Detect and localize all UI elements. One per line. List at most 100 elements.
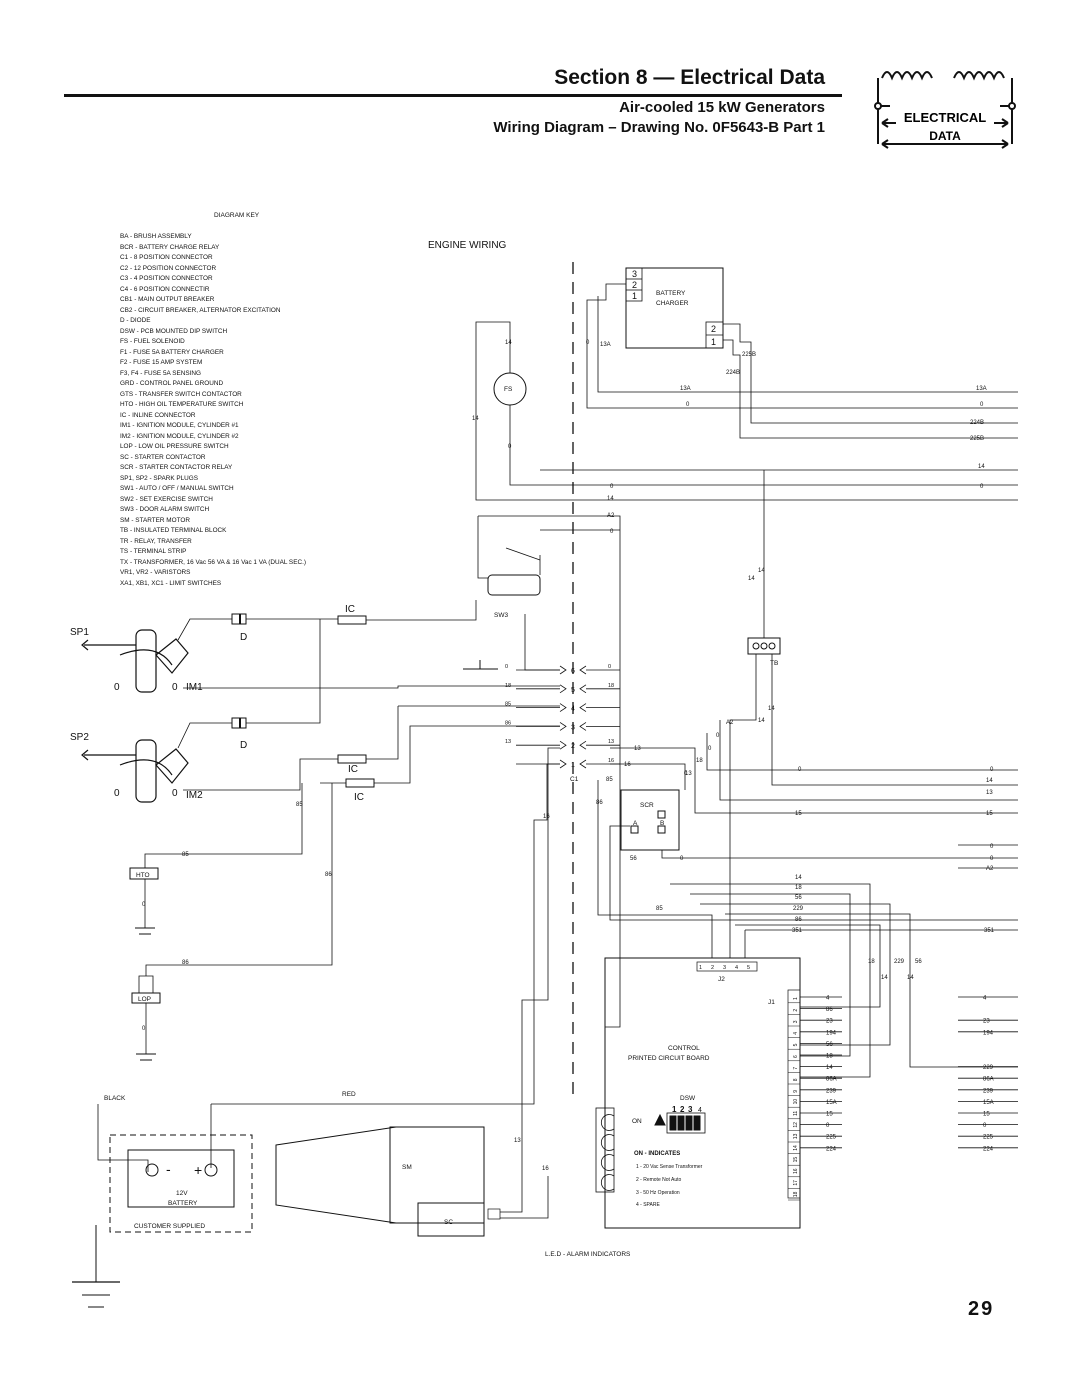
svg-text:0: 0 (798, 767, 802, 773)
svg-text:18: 18 (868, 959, 875, 965)
key-item: SW1 - AUTO / OFF / MANUAL SWITCH (120, 485, 234, 492)
c1-wire-right: 18 (608, 683, 614, 689)
svg-text:FS: FS (504, 386, 513, 393)
svg-text:5: 5 (747, 965, 750, 971)
svg-text:86: 86 (182, 960, 189, 966)
svg-text:14: 14 (907, 975, 914, 981)
svg-text:CONTROL: CONTROL (668, 1045, 700, 1052)
svg-text:D: D (240, 632, 247, 643)
starter-motor (275, 1126, 485, 1224)
svg-text:14: 14 (795, 875, 802, 881)
j1-pin-number: 17 (793, 1180, 799, 1186)
svg-text:86: 86 (596, 800, 603, 806)
svg-text:0: 0 (990, 767, 994, 773)
svg-text:D: D (240, 740, 247, 751)
section-title: Section 8 — Electrical Data (554, 66, 825, 89)
electrical-data-emblem: ELECTRICAL DATA (874, 71, 1016, 149)
j1-connector (787, 989, 801, 1199)
svg-text:0: 0 (508, 444, 512, 450)
key-item: IM1 - IGNITION MODULE, CYLINDER #1 (120, 422, 239, 429)
j1-wire-label: 4 (826, 996, 830, 1002)
svg-text:13: 13 (514, 1138, 521, 1144)
j1-pin-number: 4 (793, 1032, 799, 1035)
svg-text:56: 56 (630, 856, 637, 862)
key-item: GTS - TRANSFER SWITCH CONTACTOR (120, 390, 242, 398)
svg-text:CUSTOMER SUPPLIED: CUSTOMER SUPPLIED (134, 1223, 205, 1230)
key-item: C4 - 6 POSITION CONNECTIR (120, 285, 210, 293)
key-item: F2 - FUSE 15 AMP SYSTEM (120, 359, 203, 366)
svg-text:16: 16 (624, 762, 631, 768)
key-item: IC - INLINE CONNECTOR (120, 411, 196, 419)
j1-pin-number: 12 (793, 1122, 799, 1128)
svg-text:4: 4 (698, 1107, 702, 1114)
svg-text:13: 13 (685, 771, 692, 777)
j1-pin-number: 6 (793, 1055, 799, 1058)
svg-text:IM1: IM1 (186, 682, 203, 693)
svg-text:56: 56 (795, 895, 802, 901)
svg-text:14: 14 (978, 464, 985, 470)
starter-contactor (417, 1202, 485, 1237)
svg-text:0: 0 (172, 682, 178, 693)
svg-text:3: 3 (632, 269, 637, 279)
c1-wire-right: 16 (608, 758, 614, 764)
j1-wire-label: 225 (826, 1135, 837, 1141)
svg-text:PRINTED CIRCUIT BOARD: PRINTED CIRCUIT BOARD (628, 1055, 710, 1062)
on-arrow-icon (654, 1113, 666, 1126)
svg-text:C1: C1 (570, 776, 579, 783)
customer-supplied-area (109, 1134, 253, 1233)
c1-pin-number: 6 (571, 668, 575, 675)
j2-connector (696, 961, 758, 972)
key-item: BA - BRUSH ASSEMBLY (120, 233, 192, 240)
diagram-key-title: DIAGRAM KEY (214, 212, 260, 219)
svg-text:1: 1 (711, 337, 716, 347)
key-item: C1 - 8 POSITION CONNECTOR (120, 254, 213, 261)
key-item: F1 - FUSE 5A BATTERY CHARGER (120, 348, 224, 356)
c1-pin-number: 5 (571, 687, 575, 694)
svg-text:15: 15 (795, 811, 802, 817)
svg-text:1: 1 (672, 1105, 677, 1114)
j1-wire-label-right: 224 (983, 1146, 994, 1152)
c1-wire-left: 85 (505, 702, 511, 708)
key-item: D - DIODE (120, 317, 151, 324)
key-item: SM - STARTER MOTOR (120, 516, 190, 524)
emblem-line2: DATA (929, 129, 961, 143)
j1-wire-label-right: 0 (983, 1123, 987, 1129)
svg-text:14: 14 (748, 576, 755, 582)
j1-pin-number: 2 (793, 1009, 799, 1012)
spark-plug-sp2 (81, 739, 189, 803)
svg-text:3: 3 (688, 1105, 693, 1114)
svg-text:229: 229 (793, 906, 804, 912)
svg-text:0: 0 (610, 529, 614, 535)
key-item: SC - STARTER CONTACTOR (120, 453, 206, 461)
svg-text:B: B (660, 820, 664, 827)
j1-wire-label: 86 (826, 1007, 833, 1013)
svg-text:4: 4 (735, 965, 738, 971)
svg-text:0: 0 (114, 682, 120, 693)
c1-wire-left: 0 (505, 664, 508, 670)
j1-wire-label-right: 194 (983, 1030, 994, 1036)
engine-wiring-label: ENGINE WIRING (428, 240, 507, 251)
battery-negative-terminal (145, 1163, 159, 1177)
j1-pin-number: 14 (793, 1145, 799, 1151)
svg-text:85: 85 (296, 802, 303, 808)
j1-wire-label-right: 15A (983, 1100, 994, 1106)
j1-wire-label-right: 225 (983, 1135, 994, 1141)
svg-text:BLACK: BLACK (104, 1095, 126, 1102)
svg-text:CHARGER: CHARGER (656, 300, 689, 307)
inline-connector-3 (345, 778, 375, 788)
svg-text:J2: J2 (718, 976, 725, 983)
svg-text:14: 14 (505, 340, 512, 346)
c1-wire-left: 86 (505, 720, 511, 726)
svg-text:14: 14 (758, 568, 765, 574)
svg-text:SM: SM (402, 1164, 412, 1171)
battery-box (127, 1149, 235, 1208)
dip-switch (666, 1112, 706, 1134)
svg-text:2: 2 (680, 1105, 685, 1114)
svg-text:DSW: DSW (680, 1095, 696, 1102)
svg-text:SP1: SP1 (70, 627, 89, 638)
svg-text:86: 86 (795, 917, 802, 923)
svg-text:225B: 225B (970, 436, 984, 442)
svg-text:A: A (633, 820, 638, 827)
